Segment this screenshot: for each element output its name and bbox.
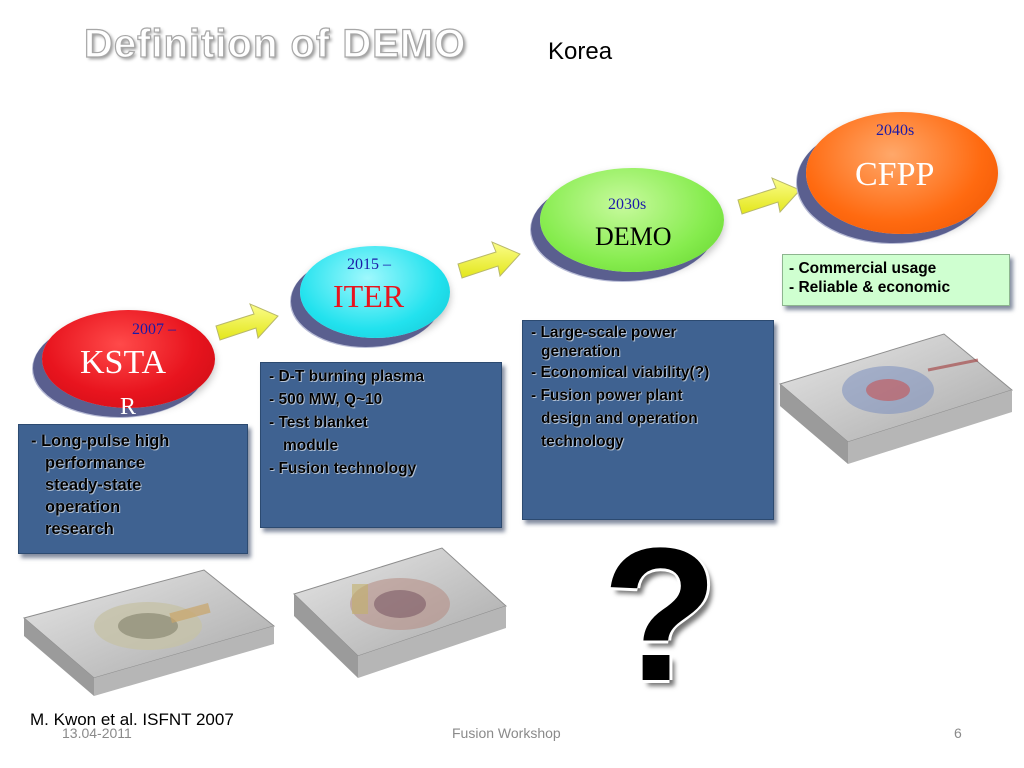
footer-date: 13.04-2011 [62,725,132,741]
list-item: - Long-pulse high [31,432,170,450]
question-mark: ? [602,509,719,721]
arrow-right-icon [737,177,801,215]
list-item: performance [45,454,145,472]
cfpp-name: CFPP [855,156,935,193]
list-item: - 500 MW, Q~10 [269,391,383,408]
kstar-description-box: - Long-pulse high performance steady-sta… [18,424,248,554]
list-item: technology [541,433,624,450]
cfpp-device-image [778,333,1014,464]
slide-subtitle: Korea [548,38,613,65]
list-item: operation [45,498,121,516]
list-item: steady-state [45,476,142,494]
footer-event: Fusion Workshop [452,725,561,741]
list-item: research [45,520,114,538]
list-item: - Commercial usage [789,260,937,277]
slide-title: Definition of DEMO [83,21,467,66]
iter-oval: 2015 – ITER [300,246,450,338]
list-item: design and operation [541,410,698,427]
citation: M. Kwon et al. ISFNT 2007 [30,710,234,729]
iter-description-box: - D-T burning plasma - 500 MW, Q~10 - Te… [260,362,502,528]
list-item: - Reliable & economic [789,279,951,296]
list-item: module [283,437,339,454]
kstar-name-line2: R [120,394,137,420]
demo-name: DEMO [595,222,672,251]
arrow-right-icon [457,241,521,279]
kstar-oval: 2007 – KSTA R [42,310,215,420]
demo-description-box: - Large-scale power generation - Economi… [522,320,774,520]
cfpp-oval: 2040s CFPP [806,112,998,234]
kstar-device-image [22,569,276,696]
iter-device-image [293,547,507,678]
cfpp-year: 2040s [876,122,915,139]
list-item: - Economical viability(?) [531,364,710,381]
list-item: - Test blanket [269,414,368,431]
cfpp-description-box: - Commercial usage - Reliable & economic [782,254,1010,306]
iter-name: ITER [333,278,405,314]
list-item: - Fusion technology [269,460,417,477]
demo-oval: 2030s DEMO [540,168,724,272]
page-number: 6 [954,725,962,741]
list-item: - Large-scale power [531,324,677,341]
arrow-right-icon [215,303,279,341]
kstar-name-line1: KSTA [80,344,167,381]
list-item: - Fusion power plant [531,387,683,404]
list-item: - D-T burning plasma [269,368,424,385]
demo-year: 2030s [608,196,647,213]
kstar-year: 2007 – [132,321,176,338]
list-item: generation [541,343,621,360]
iter-year: 2015 – [347,256,391,273]
